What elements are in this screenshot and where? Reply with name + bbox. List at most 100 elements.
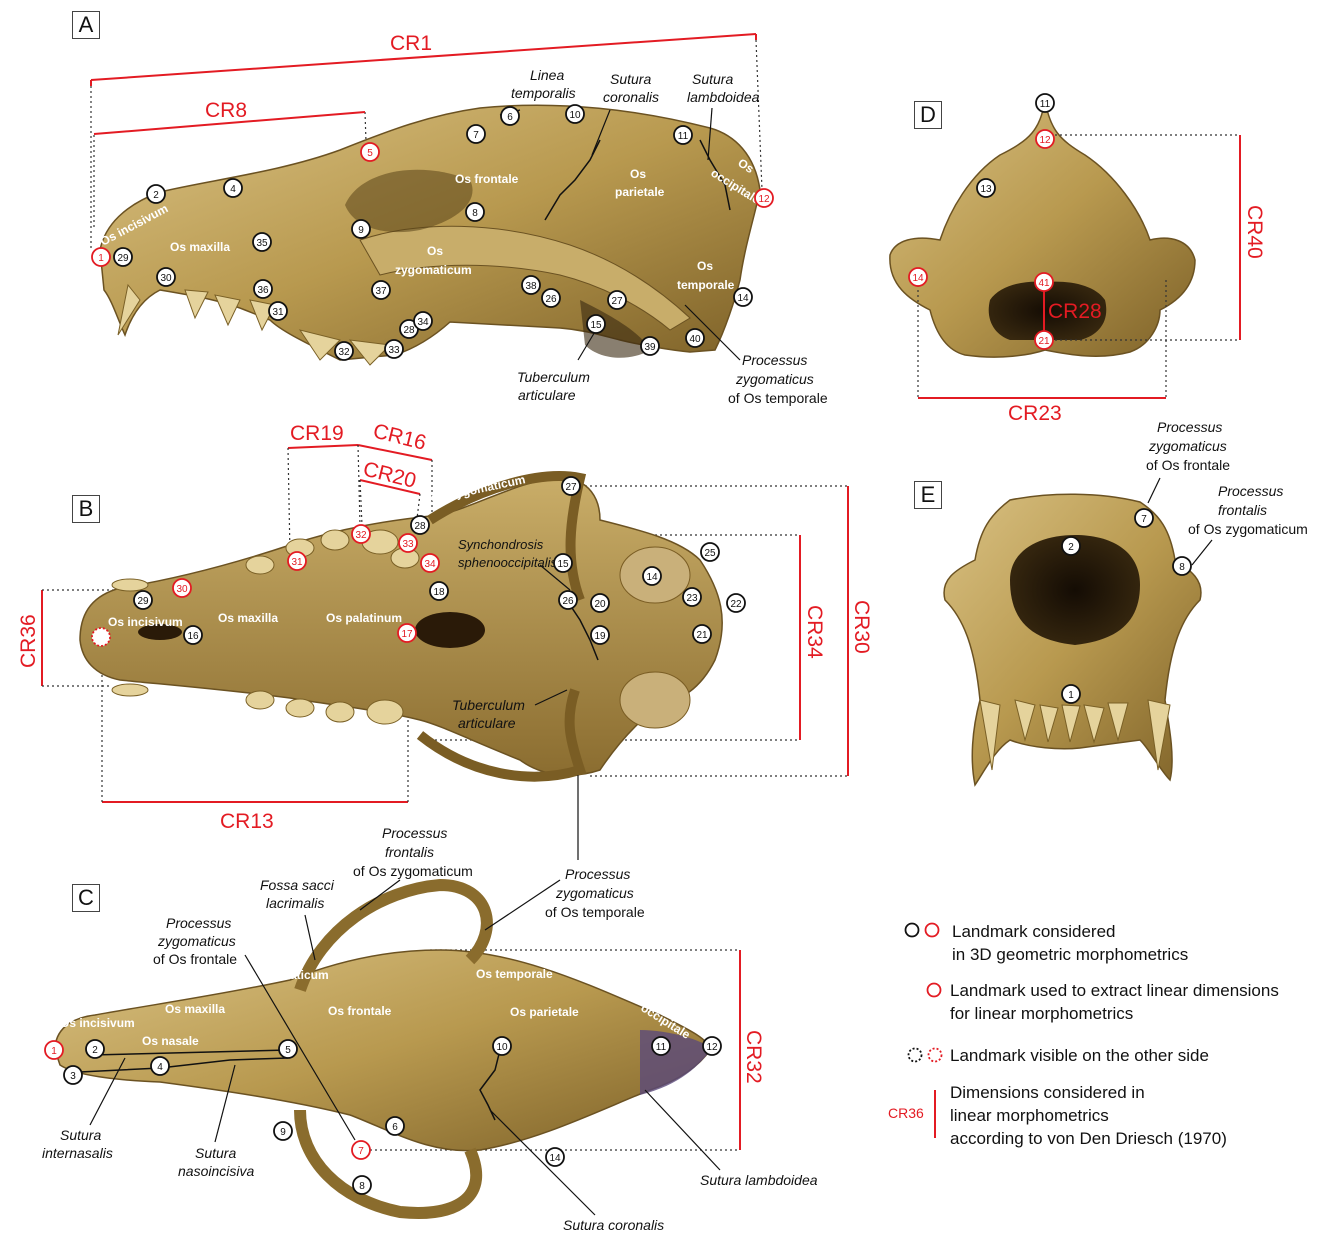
panel-c-landmark-1: 1 — [45, 1041, 63, 1059]
dim-cr19: CR19 — [290, 422, 344, 445]
panel-c: Os incisivum Os maxilla Os nasale Os zyg… — [42, 825, 818, 1233]
panel-b-landmark-26: 26 — [559, 591, 577, 609]
panel-c-landmark-14: 14 — [546, 1148, 564, 1166]
dim-cr34: CR34 — [803, 605, 826, 659]
annot-c-proc-zyg-front-2: zygomaticus — [157, 933, 236, 949]
legend-item-4-line-2: linear morphometrics — [950, 1104, 1227, 1127]
panel-e-landmark-8: 8 — [1173, 557, 1191, 575]
panel-a-landmark-30-label: 30 — [160, 273, 172, 284]
panel-a-landmark-37-label: 37 — [375, 286, 387, 297]
panel-e-landmark-7-label: 7 — [1141, 514, 1147, 525]
label-c-os-nasale: Os nasale — [142, 1034, 199, 1048]
label-b-os-maxilla: Os maxilla — [218, 611, 278, 625]
annot-coronalis-2: coronalis — [603, 89, 659, 105]
panel-a-landmark-35-label: 35 — [256, 238, 268, 249]
panel-b-hidden-landmark — [92, 628, 110, 646]
dim-cr28: CR28 — [1048, 300, 1102, 323]
panel-a-landmark-27: 27 — [608, 291, 626, 309]
panel-a-landmark-32-label: 32 — [338, 347, 350, 358]
panel-a-landmark-15: 15 — [587, 315, 605, 333]
panel-e-landmark-1-label: 1 — [1068, 690, 1074, 701]
panel-letter-c: C — [72, 884, 100, 912]
panel-a-landmark-39-label: 39 — [644, 342, 656, 353]
panel-c-landmark-6: 6 — [386, 1117, 404, 1135]
panel-b-landmark-20-label: 20 — [594, 599, 606, 610]
label-c-os-zygomaticum: zygomaticum — [252, 968, 329, 982]
annot-proc-zyg-1: Processus — [742, 352, 807, 368]
panel-b-landmark-15: 15 — [554, 554, 572, 572]
panel-c-landmark-4-label: 4 — [157, 1062, 163, 1073]
panel-c-landmark-12-label: 12 — [706, 1042, 718, 1053]
annot-c-nasoincisiva-1: Sutura — [195, 1145, 236, 1161]
annot-c-proc-zyg-front-1: Processus — [166, 915, 231, 931]
panel-a-landmark-4: 4 — [224, 179, 242, 197]
panel-b-landmark-29: 29 — [134, 591, 152, 609]
panel-b-landmark-18: 18 — [430, 582, 448, 600]
panel-d-landmark-13: 13 — [977, 179, 995, 197]
panel-c-landmark-2: 2 — [86, 1040, 104, 1058]
annot-e-proc-zyg-1: Processus — [1157, 419, 1222, 435]
panel-a-landmark-15-label: 15 — [590, 320, 602, 331]
panel-b-landmark-34: 34 — [421, 554, 439, 572]
panel-a-landmark-38-label: 38 — [525, 281, 537, 292]
panel-b-landmark-22-label: 22 — [730, 599, 742, 610]
annot-tuberculum-2: articulare — [518, 387, 576, 403]
panel-a-landmark-33: 33 — [385, 340, 403, 358]
legend-item-3: Landmark visible on the other side — [950, 1044, 1209, 1067]
panel-b-landmark-19-label: 19 — [594, 631, 606, 642]
panel-b-landmark-15-label: 15 — [557, 559, 569, 570]
choanae — [415, 612, 485, 648]
panel-a-landmark-12-label: 12 — [758, 194, 770, 205]
legend-item-4-line-3: according to von Den Driesch (1970) — [950, 1127, 1227, 1150]
dim-cr13: CR13 — [220, 810, 274, 833]
panel-a-landmark-1-label: 1 — [98, 253, 104, 264]
label-os-temporale-2: temporale — [677, 278, 735, 292]
panel-b-landmark-34-label: 34 — [424, 559, 436, 570]
panel-b-landmark-21-label: 21 — [696, 630, 708, 641]
annot-b-tuberculum-2: articulare — [458, 715, 516, 731]
panel-d-landmark-21: 21 — [1035, 331, 1053, 349]
panel-a-landmark-34: 34 — [414, 312, 432, 330]
legend-item-4: Dimensions considered in linear morphome… — [950, 1081, 1227, 1150]
panel-b-landmark-20: 20 — [591, 594, 609, 612]
label-os-parietale-2: parietale — [615, 185, 665, 199]
annot-c-proc-zyg-temp-1: Processus — [565, 866, 630, 882]
panel-b-landmark-17: 17 — [398, 624, 416, 642]
label-os-temporale-1: Os — [697, 259, 713, 273]
label-c-os-frontale: Os frontale — [328, 1004, 392, 1018]
panel-a-landmark-14: 14 — [734, 288, 752, 306]
panel-d-landmark-14: 14 — [909, 268, 927, 286]
legend-dotted-black — [909, 1049, 922, 1062]
panel-a-landmark-10-label: 10 — [569, 110, 581, 121]
panel-c-landmark-7-label: 7 — [358, 1146, 364, 1157]
panel-e-landmark-8-label: 8 — [1179, 562, 1185, 573]
panel-c-landmark-12: 12 — [703, 1037, 721, 1055]
panel-a-landmark-6: 6 — [501, 107, 519, 125]
panel-b-landmark-27: 27 — [562, 477, 580, 495]
panel-a-landmark-4-label: 4 — [230, 184, 236, 195]
panel-a-landmark-36-label: 36 — [257, 285, 269, 296]
panel-a-landmark-2-label: 2 — [153, 190, 159, 201]
panel-b-landmark-19: 19 — [591, 626, 609, 644]
annot-lambdoidea-1: Sutura — [692, 71, 733, 87]
panel-c-landmark-5-label: 5 — [285, 1045, 291, 1056]
annot-c-internasalis-2: internasalis — [42, 1145, 113, 1161]
panel-d-landmark-41: 41 — [1035, 273, 1053, 291]
dim-cr30: CR30 — [850, 600, 873, 654]
annot-e-proc-zyg-2: zygomaticus — [1148, 438, 1227, 454]
panel-a-landmark-12: 12 — [755, 189, 773, 207]
annot-c-lambdoidea: Sutura lambdoidea — [700, 1172, 818, 1188]
panel-a-landmark-26-label: 26 — [545, 294, 557, 305]
legend-item-4-line-1: Dimensions considered in — [950, 1081, 1227, 1104]
annot-tuberculum-1: Tuberculum — [517, 369, 590, 385]
annot-c-proc-zyg-temp-3: of Os temporale — [545, 904, 645, 920]
panel-c-landmark-10-label: 10 — [496, 1042, 508, 1053]
panel-c-landmark-2-label: 2 — [92, 1045, 98, 1056]
panel-c-landmark-14-label: 14 — [549, 1153, 561, 1164]
label-b-os-incisivum: Os incisivum — [108, 615, 183, 629]
label-c-os-incisivum: Os incisivum — [60, 1016, 135, 1030]
panel-a-landmark-5: 5 — [361, 143, 379, 161]
panel-a-landmark-31: 31 — [269, 302, 287, 320]
panel-a: Os incisivum Os maxilla Os frontale Os z… — [91, 34, 828, 406]
label-os-frontale: Os frontale — [455, 172, 519, 186]
